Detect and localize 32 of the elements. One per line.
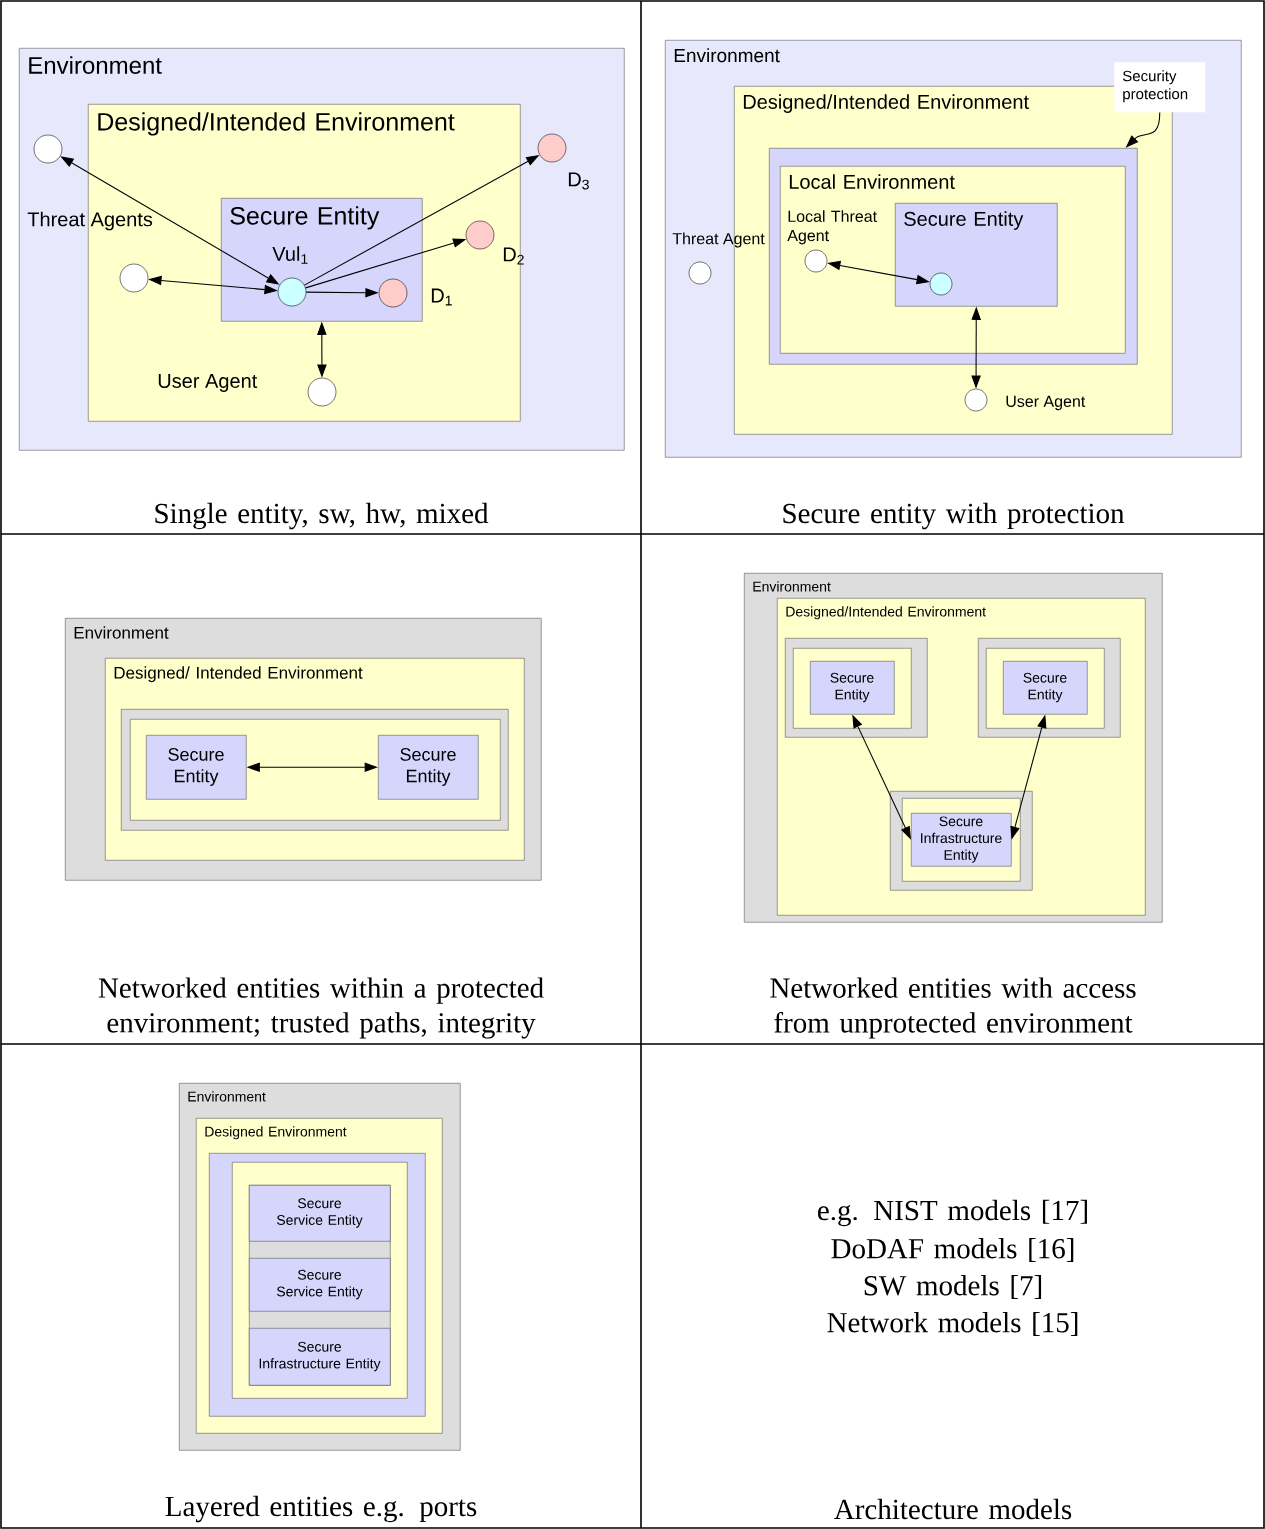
caption: Secure entity with protection (783, 502, 1125, 530)
agent-label: Threat Agent (672, 232, 765, 248)
agent-label: User Agent (158, 374, 258, 392)
caption: e.g. NIST models [17] (818, 1199, 1087, 1227)
vulnerability-circle (929, 272, 953, 296)
label-text: Threat Agents (27, 211, 153, 231)
caption: SW models [7] (864, 1275, 1042, 1300)
agent-label: Local Threat Agent (787, 210, 877, 245)
agent-circle (33, 134, 63, 164)
caption: Architecture models (834, 1498, 1072, 1520)
secure-entity-box: Secure Entity (1003, 661, 1088, 715)
caption: Layered entities e.g. ports (165, 1495, 477, 1523)
agent-label: Vul$_{1}$ (272, 246, 308, 264)
caption: Network models [15] (827, 1312, 1078, 1337)
secure-entity-box: Secure Service Entity (249, 1185, 391, 1242)
agent-label: D$_{1}$ (431, 288, 452, 306)
caption: DoDAF models [16] (831, 1238, 1074, 1263)
secure-entity-box: Secure Infrastructure Entity (249, 1328, 391, 1386)
secure-entity-box: Secure Service Entity (249, 1258, 391, 1312)
agent-label: D$_{2}$ (503, 247, 524, 265)
secure-entity-box: Secure Entity (378, 735, 479, 800)
caption: Networked entities with access from unprotected environment (770, 977, 1136, 1039)
secure-entity-box: Secure Entity (146, 735, 247, 800)
agent-label: D$_{3}$ (568, 172, 589, 190)
callout-box: Security protection (1114, 62, 1206, 113)
agent-label: User Agent (1006, 395, 1086, 411)
caption: Networked entities within a protected environment; trusted paths, integrity (98, 977, 544, 1039)
secure-entity-box: Secure Entity (810, 661, 895, 715)
secure-entity-box: Secure Infrastructure Entity (911, 813, 1012, 867)
caption: Single entity, sw, hw, mixed (155, 502, 489, 530)
agent-circle (119, 263, 149, 293)
secure-entity-box: Secure Entity (895, 203, 1058, 307)
